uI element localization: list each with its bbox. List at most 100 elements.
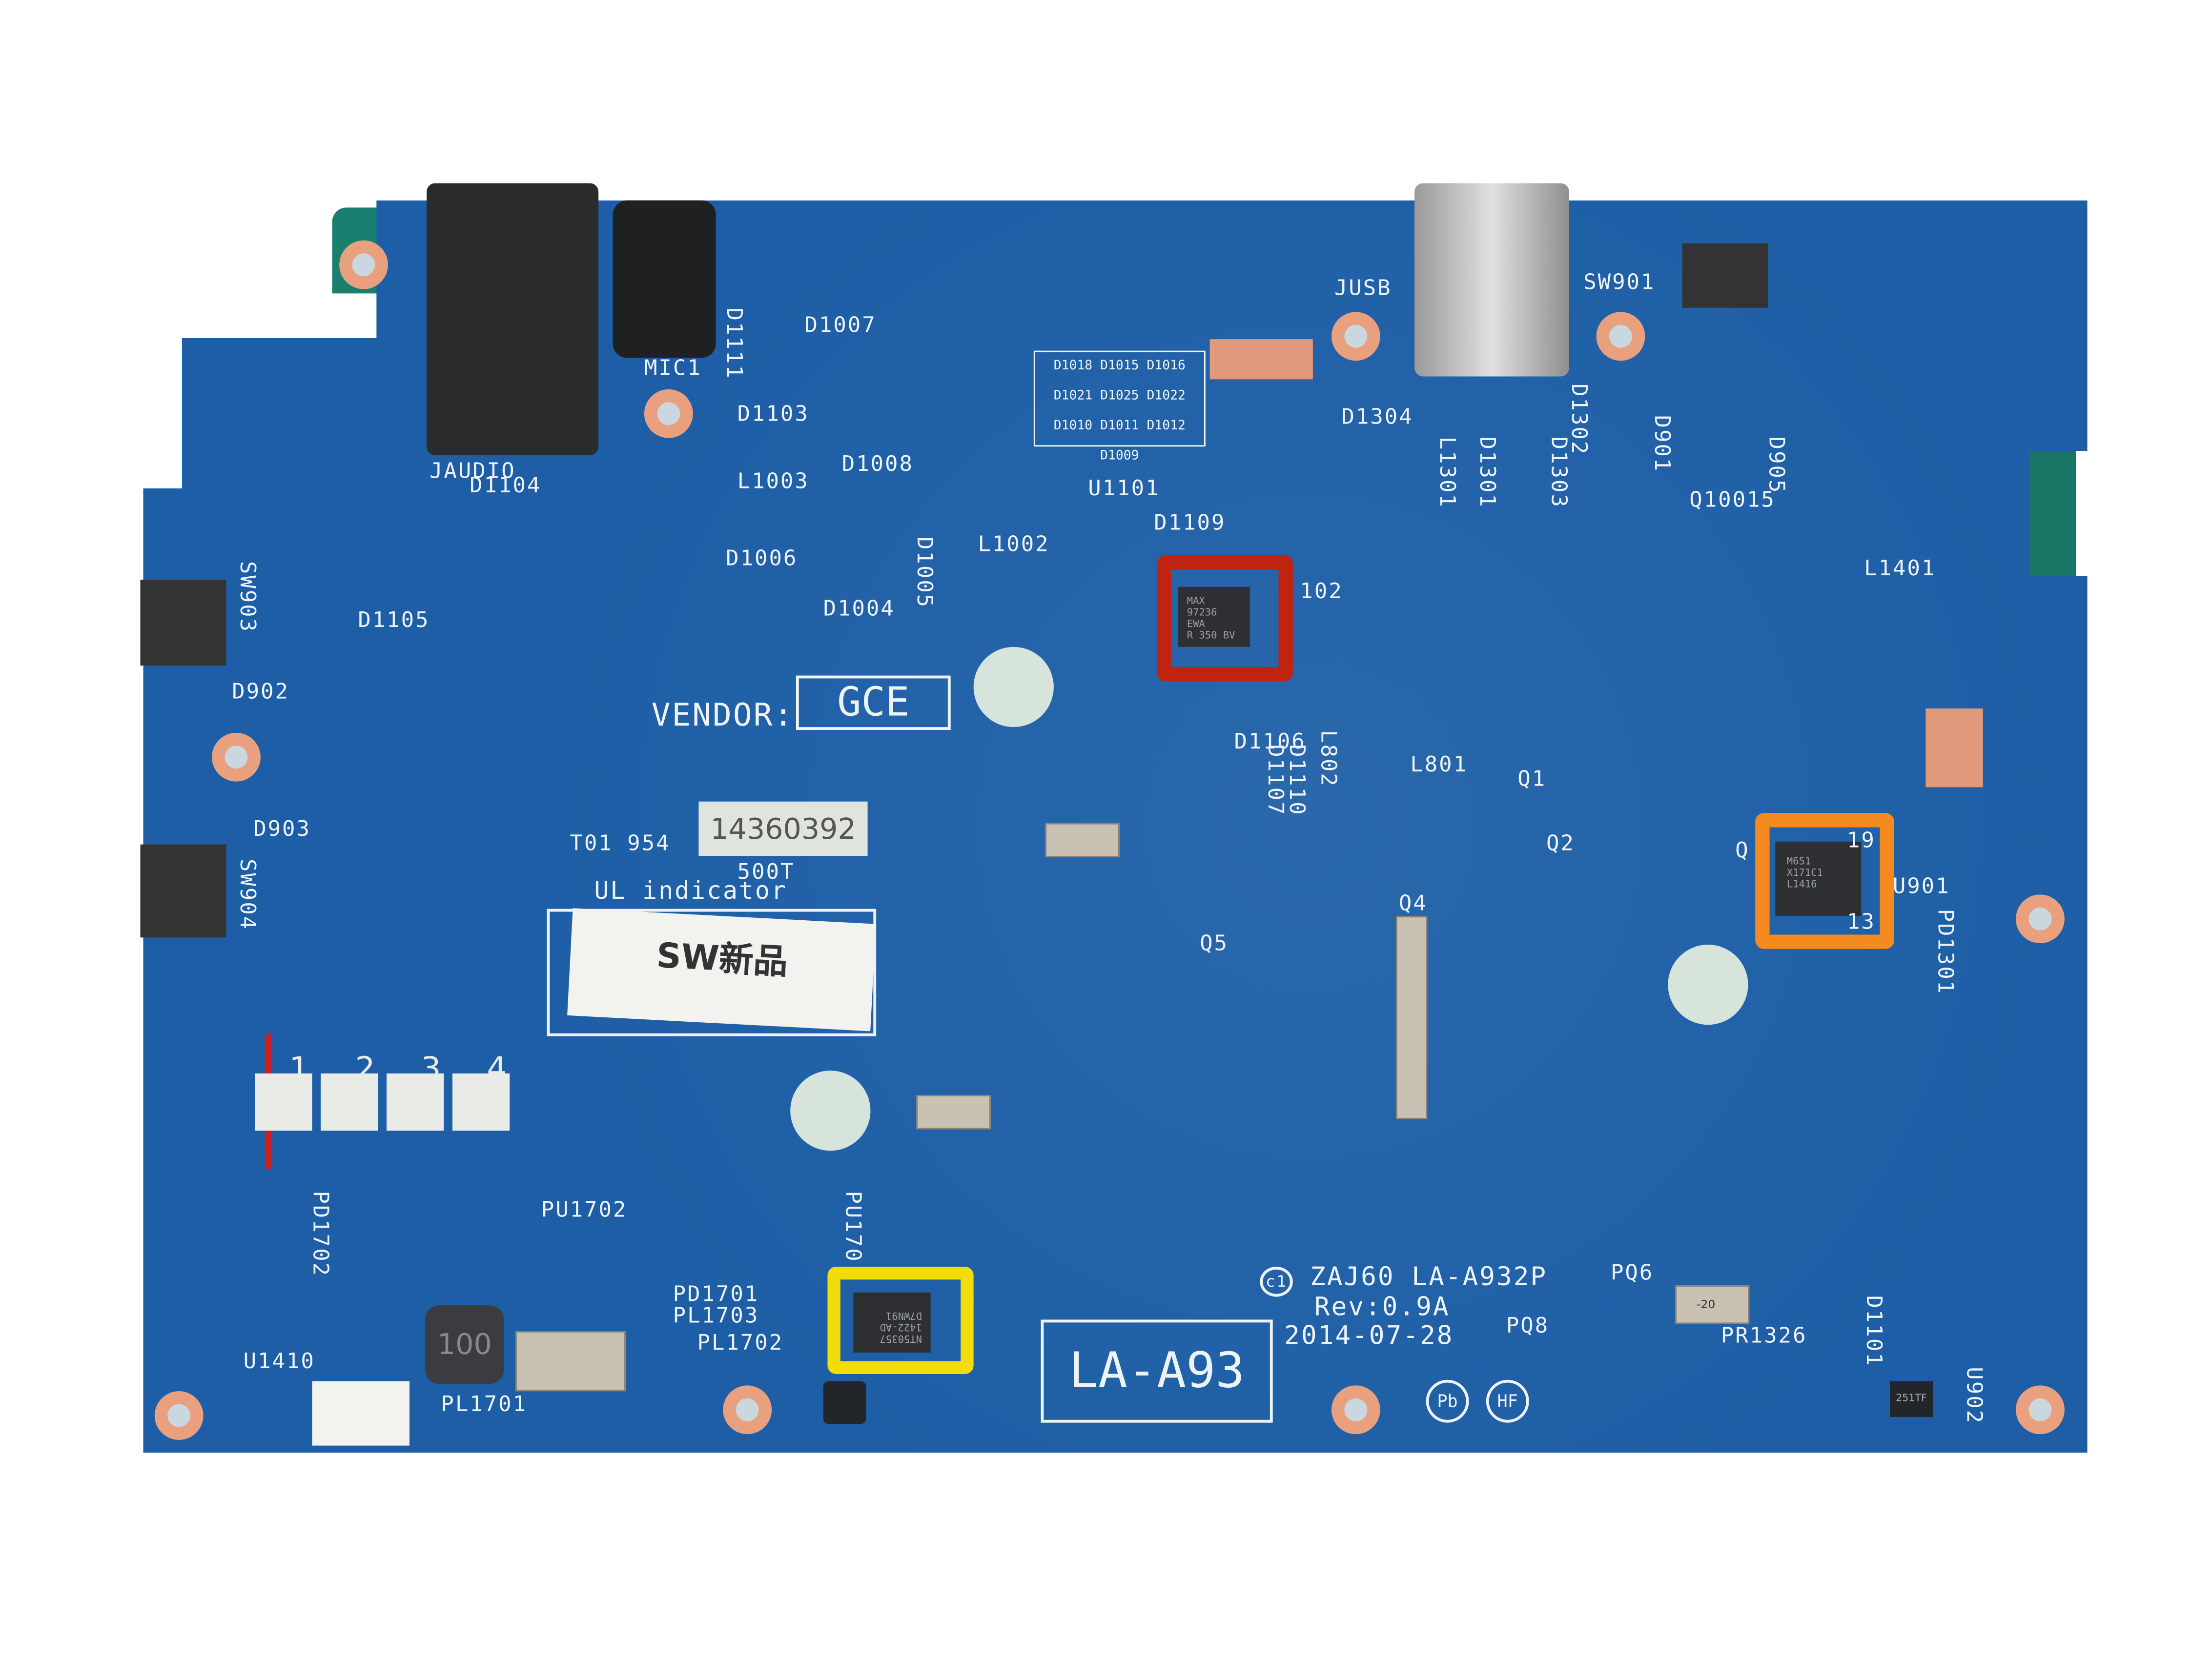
silk-102: 102 [1300,578,1343,604]
mounting-hole [339,240,388,289]
vendor-code-box: GCE [796,675,951,730]
silk-pl1703: PL1703 [673,1302,759,1329]
mounting-hole [1331,312,1380,361]
pad-number: 3 [421,1052,441,1088]
silk-d1106: D1106 [1234,728,1306,754]
silk-q5: Q5 [1200,930,1229,956]
mounting-hole [1331,1385,1380,1435]
silk-l1301: L1301 [1434,436,1460,508]
silk-d1303: D1303 [1546,436,1572,508]
switch-sw901 [1682,243,1768,308]
silk-d1004: D1004 [823,595,895,622]
capacitor [823,1381,866,1424]
serial-sticker: 14360392 [698,801,868,856]
pad-2 [321,1073,378,1131]
silk-pr1326: PR1326 [1720,1322,1807,1349]
mounting-hole [212,732,261,782]
silk-pd1702: PD1702 [307,1191,334,1277]
silk-d1107: D1107 [1263,744,1289,816]
pad-4 [452,1073,510,1131]
silk-500t: 500T [737,858,795,885]
silk-d1006: D1006 [726,545,798,571]
pad-3 [386,1073,444,1131]
silk-t01: T01 954 [570,830,671,856]
pad-number: 2 [355,1052,375,1088]
silk-u902: U902 [1961,1367,1987,1425]
silk-pq6: PQ6 [1610,1259,1654,1286]
silk-pin-13: 13 [1846,909,1876,935]
sw-sticker: SW新品 [567,908,876,1032]
audio-jack [427,183,599,455]
silk-d905: D905 [1763,436,1790,494]
silk-d1104: D1104 [470,472,542,498]
test-point [1668,944,1748,1025]
silk-date: 2014-07-28 [1284,1321,1454,1352]
silk-mic1: MIC1 [644,355,702,381]
silk-jaudio: JAUDIO [429,458,516,484]
switch-sw904 [140,844,226,938]
silk-u1101: U1101 [1088,475,1160,501]
silk-pd1301: PD1301 [1932,909,1959,995]
silk-l802: L802 [1315,729,1342,788]
silk-d901: D901 [1649,415,1675,473]
test-point [790,1071,871,1151]
silk-l1002: L1002 [978,531,1050,557]
silk-ul-indicator: UL indicator [594,877,787,906]
silk-jusb: JUSB [1334,275,1392,301]
silk-d902: D902 [232,678,289,705]
lead-free-icon: Pb [1426,1379,1469,1423]
halogen-free-icon: HF [1486,1379,1529,1423]
mounting-hole [154,1391,204,1440]
silk-d1301: D1301 [1475,436,1501,508]
board-model-box: LA-A93 [1041,1319,1273,1423]
silk-d1008: D1008 [841,450,914,477]
silk-q2: Q2 [1546,830,1575,856]
silk-d1101: D1101 [1861,1295,1887,1367]
orange-highlight-box [1755,813,1894,949]
mounting-hole [2016,894,2065,944]
test-point [973,647,1054,728]
silk-pq8: PQ8 [1506,1312,1550,1338]
mounting-hole [2016,1385,2065,1435]
mounting-hole [723,1385,772,1435]
copper-pad [1209,339,1313,380]
component-column [1395,916,1428,1119]
mounting-hole [644,389,693,438]
silk-d903: D903 [253,815,311,842]
silk-l801: L801 [1410,751,1468,777]
inductor-pl1701: 100 [425,1305,504,1384]
pad-number: 1 [289,1052,309,1088]
silk-pl1702: PL1702 [697,1330,784,1356]
pad-number: 4 [487,1052,507,1088]
silk-d1109: D1109 [1154,509,1226,536]
yellow-highlight-box [827,1266,974,1374]
silk-l1003: L1003 [737,468,809,494]
silk-pl1701: PL1701 [441,1391,528,1417]
usb-connector [1414,183,1569,377]
silk-l1401: L1401 [1864,555,1936,581]
ul-indicator-frame [547,909,877,1036]
chip-u902: 251TF [1889,1381,1933,1417]
silk-pu1702: PU1702 [541,1196,628,1223]
silk-vendor: VENDOR: [651,698,795,734]
red-highlight-box [1157,555,1293,682]
silk-q1: Q1 [1517,766,1547,792]
switch-sw903 [140,579,226,666]
pad-1 [255,1073,312,1131]
silk-d1111: D1111 [721,307,748,380]
silk-sw904: SW904 [235,858,261,931]
silk-d1007: D1007 [804,312,877,338]
silk-revision: Rev:0.9A [1314,1292,1450,1323]
silk-d1103: D1103 [737,401,809,427]
silk-sw903: SW903 [235,561,261,633]
silk-d1105: D1105 [358,607,430,633]
silk-q3: Q [1735,837,1750,863]
silk-board-id: ZAJ60 LA-A932P [1310,1262,1548,1293]
resistor-pr1326: -20 [1675,1285,1750,1324]
silk-u1410: U1410 [243,1348,315,1374]
white-pad [312,1381,410,1446]
test-pads [1925,708,1983,788]
